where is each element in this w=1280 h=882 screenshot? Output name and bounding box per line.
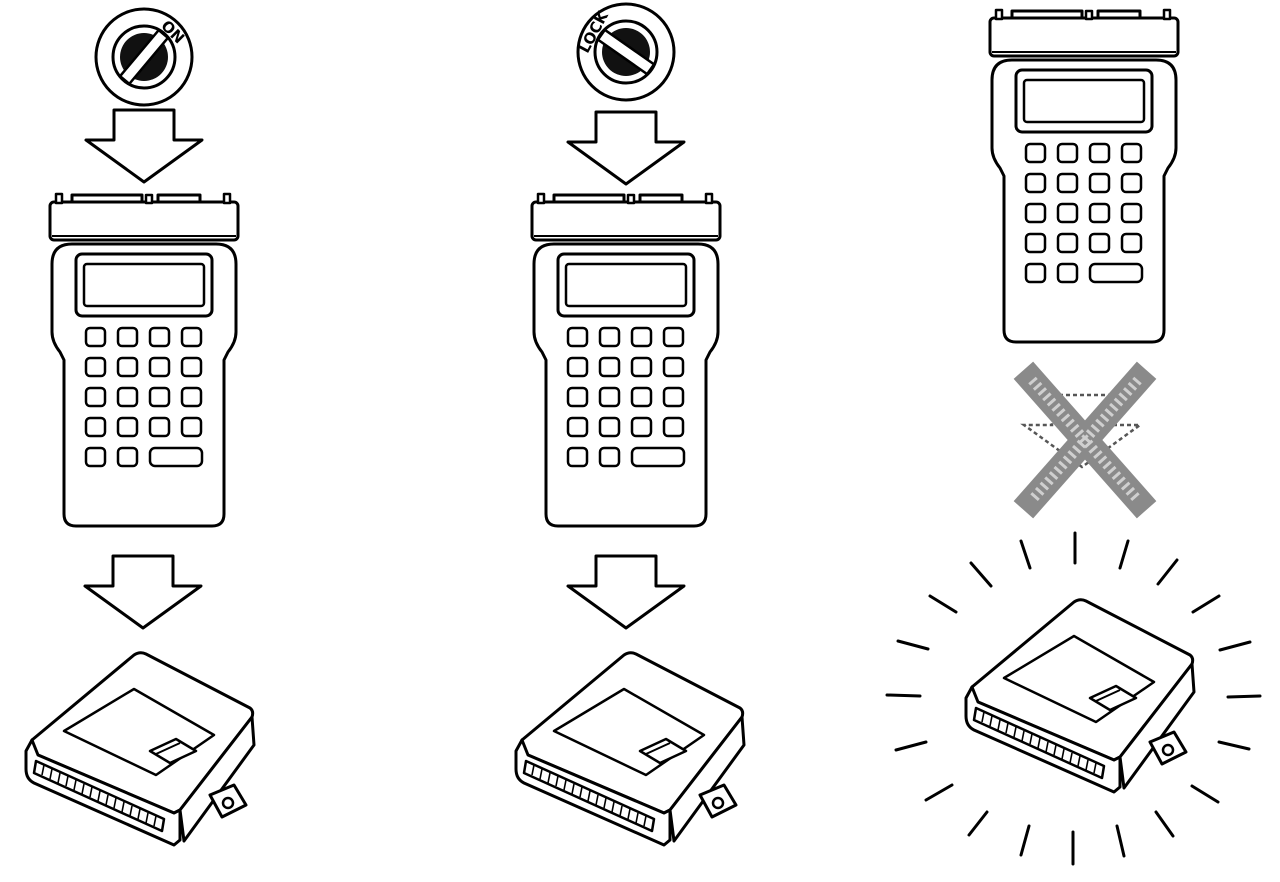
tester-icon bbox=[988, 8, 1180, 344]
down-arrow-icon bbox=[566, 554, 686, 630]
ecu-icon bbox=[514, 651, 746, 847]
tester-icon bbox=[530, 192, 722, 528]
down-arrow-icon bbox=[84, 108, 204, 184]
panel-2: LOCK bbox=[514, 2, 746, 847]
ignition-switch-icon: ON bbox=[94, 7, 194, 107]
panel-3 bbox=[885, 8, 1262, 866]
tester-icon bbox=[48, 192, 240, 528]
ignition-switch-icon: LOCK bbox=[575, 2, 676, 102]
panel-1: ON bbox=[24, 7, 256, 847]
ecu-icon bbox=[24, 651, 256, 847]
down-arrow-icon bbox=[83, 554, 203, 630]
down-arrow-icon bbox=[566, 110, 686, 186]
cross-icon bbox=[1013, 361, 1157, 519]
ecu-icon bbox=[964, 598, 1196, 794]
glow-icon bbox=[885, 531, 1262, 866]
